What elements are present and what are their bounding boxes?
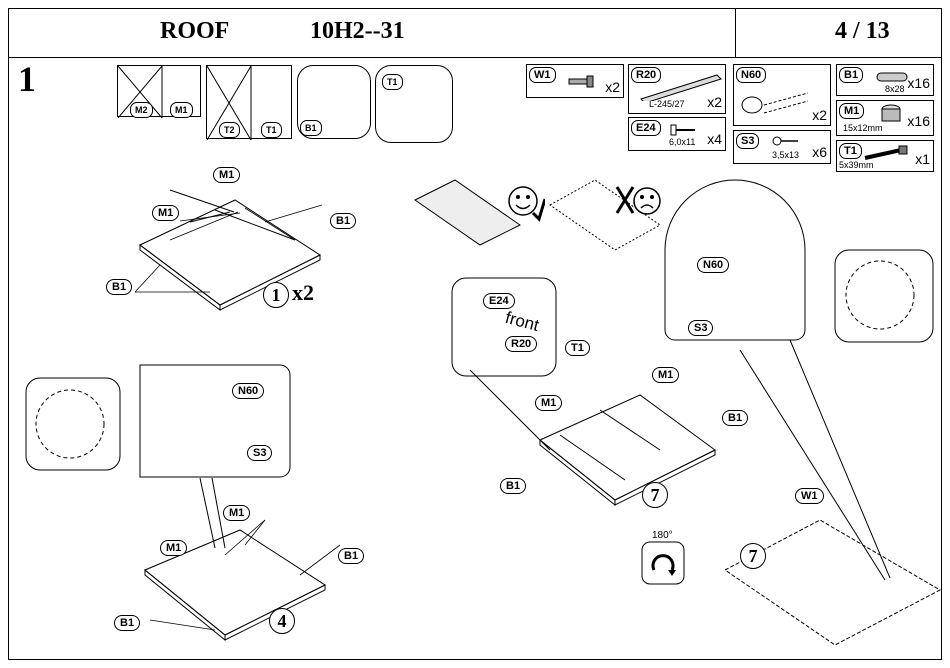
dowel-icon [876,72,908,82]
part-code: B1 [839,67,864,83]
rotation-label: 180° [652,530,673,541]
cross-icon [207,66,252,140]
part-size: 15x12mm [843,123,883,133]
part-size: 8x28 [885,84,905,94]
hint-label: T2 [219,122,240,138]
callout-w1: W1 [795,488,824,504]
screw-icon [670,124,695,136]
callout-b1: B1 [330,213,357,229]
section-title: ROOF [160,18,230,44]
part-size: 6,0x11 [669,137,696,147]
part-size: L-245/27 [649,99,685,109]
part-qty: x6 [812,144,827,160]
step-number: 1 [18,59,36,99]
part-qty: x2 [812,107,827,123]
hint-label: M1 [170,102,193,118]
bolt-icon [864,145,908,160]
part-code: W1 [529,67,556,83]
part-code: T1 [839,143,862,159]
callout-m1: M1 [535,395,563,411]
hint-b1: B1 [297,65,371,139]
part-qty: x16 [907,113,930,129]
part-s3: S3 3,5x13 x6 [733,130,831,164]
cross-icon [118,66,163,118]
part-qty: x1 [915,151,930,167]
smile-icon [508,186,545,222]
callout-s3: S3 [247,445,273,461]
rotate-icon [651,554,676,576]
page-frame [8,8,942,660]
hint-t2-t1: T2 T1 [206,65,292,140]
part-qty: x16 [907,75,930,91]
hint-label: B1 [300,120,322,136]
pin-icon [568,75,594,88]
callout-b1: B1 [722,410,749,426]
part-n60: N60 x2 [733,64,831,126]
callout-m1: M1 [213,167,241,183]
part-size: 3,5x13 [772,150,800,160]
part-w1: W1 x2 [526,64,624,98]
callout-m1: M1 [152,205,180,221]
part-qty: x4 [707,131,722,147]
screw-icon [772,136,798,146]
part-r20: R20 L-245/27 x2 [628,64,726,114]
part-code: N60 [736,67,767,83]
part-code: E24 [631,120,661,136]
rail-icon [640,74,722,101]
hint-t1: T1 [375,65,453,143]
part-code: R20 [631,67,662,83]
part-qty: x2 [707,94,722,110]
model-code: 10H2--31 [310,18,405,44]
callout-r20: R20 [505,336,538,352]
cam-lock-icon [881,104,901,122]
callout-m1: M1 [223,505,251,521]
hint-label: T1 [261,122,282,138]
callout-n60: N60 [697,257,730,273]
part-code: S3 [736,133,760,149]
part-code: M1 [839,103,865,119]
panel-number: 4 [269,608,295,634]
part-b1: B1 8x28 x16 [836,64,934,96]
callout-t1: T1 [565,340,590,356]
panel-number: 7 [740,543,766,569]
header-divider [8,57,942,58]
hint-label: M2 [130,102,153,118]
callout-b1: B1 [114,615,141,631]
hint-label: T1 [382,74,403,90]
part-e24: E24 6,0x11 x4 [628,117,726,151]
part-qty: x2 [605,79,620,95]
callout-b1: B1 [106,279,133,295]
callout-s3: S3 [688,320,714,336]
part-m1: M1 15x12mm x16 [836,100,934,136]
part-size: 5x39mm [839,160,874,170]
bracket-icon [741,92,809,114]
callout-b1: B1 [500,478,527,494]
page-number: 4 / 13 [835,18,890,44]
callout-m1: M1 [652,367,680,383]
frown-icon [615,186,661,215]
callout-b1: B1 [338,548,365,564]
hint-m2-m1: M2 M1 [117,65,201,118]
callout-n60: N60 [232,383,265,399]
callout-m1: M1 [160,540,188,556]
callout-e24: E24 [483,293,515,309]
header-page-divider [735,8,736,58]
part-t1: T1 5x39mm x1 [836,140,934,172]
multiplier: x2 [292,280,314,305]
panel-number: 7 [642,482,668,508]
panel-number: 1 [263,282,289,308]
